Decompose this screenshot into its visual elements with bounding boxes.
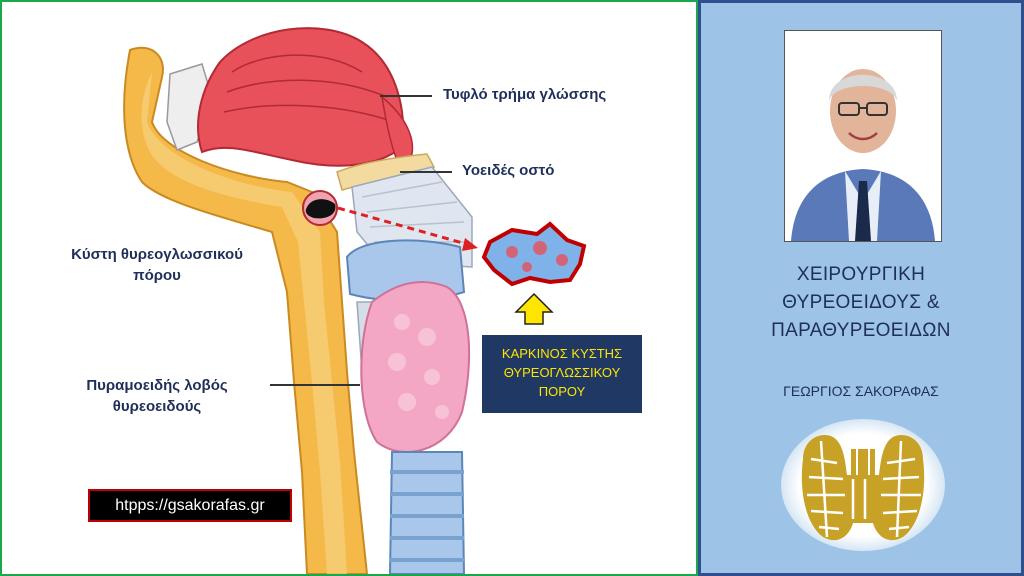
trachea <box>388 451 466 574</box>
cyst-to-cancer-arrow <box>337 206 471 247</box>
anatomy-panel: Τυφλό τρήμα γλώσσης Υοειδές οστό Κύστη θ… <box>0 0 698 576</box>
title-line3: ΠΑΡΑΘΥΡΕΟΕΙΔΩΝ <box>771 320 951 341</box>
cancer-label-box: ΚΑΡΚΙΝΟΣ ΚΥΣΤΗΣ ΘΥΡΕΟΓΛΩΣΣΙΚΟΥ ΠΟΡΟΥ <box>482 335 642 413</box>
cancer-line3: ΠΟΡΟΥ <box>538 384 586 399</box>
label-pyramidal-lobe: Πυραμοειδής λοβός θυρεοειδούς <box>57 375 257 417</box>
portrait-image <box>785 31 941 241</box>
author-photo <box>784 30 942 242</box>
label-pyramidal-line2: θυρεοειδούς <box>112 398 202 415</box>
tongue <box>197 27 405 167</box>
label-hyoid-bone: Υοειδές οστό <box>462 162 555 179</box>
label-pyramidal-line1: Πυραμοειδής λοβός <box>86 377 228 394</box>
specialty-title: ΧΕΙΡΟΥΡΓΙΚΗ ΘΥΡΕΟΕΙΔΟΥΣ & ΠΑΡΑΘΥΡΕΟΕΙΔΩΝ <box>701 261 1021 345</box>
leader-line-foramen <box>380 95 432 97</box>
thyroid-gland <box>360 281 471 453</box>
title-line1: ΧΕΙΡΟΥΡΓΙΚΗ <box>796 264 926 285</box>
cancer-cells-cluster <box>481 221 587 287</box>
cancer-line1: ΚΑΡΚΙΝΟΣ ΚΥΣΤΗΣ <box>501 346 623 361</box>
title-line2: ΘΥΡΕΟΕΙΔΟΥΣ & <box>782 292 940 313</box>
website-link[interactable]: htpps://gsakorafas.gr <box>88 489 292 522</box>
cancer-line2: ΘΥΡΕΟΓΛΩΣΣΙΚΟΥ <box>503 365 621 380</box>
anatomy-illustration <box>123 27 587 574</box>
label-cyst-line1: Κύστη θυρεογλωσσικού <box>71 246 243 263</box>
author-name: ΓΕΩΡΓΙΟΣ ΣΑΚΟΡΑΦΑΣ <box>783 383 939 399</box>
up-arrow-icon <box>514 292 554 325</box>
leader-line-hyoid <box>400 171 452 173</box>
thyroid-logo-icon <box>801 435 925 541</box>
leader-line-pyramidal <box>270 384 360 386</box>
author-panel: ΧΕΙΡΟΥΡΓΙΚΗ ΘΥΡΕΟΕΙΔΟΥΣ & ΠΑΡΑΘΥΡΕΟΕΙΔΩΝ… <box>698 0 1024 576</box>
label-foramen-caecum: Τυφλό τρήμα γλώσσης <box>443 86 607 103</box>
label-cyst: Κύστη θυρεογλωσσικού πόρου <box>42 244 272 286</box>
label-cyst-line2: πόρου <box>133 267 181 284</box>
